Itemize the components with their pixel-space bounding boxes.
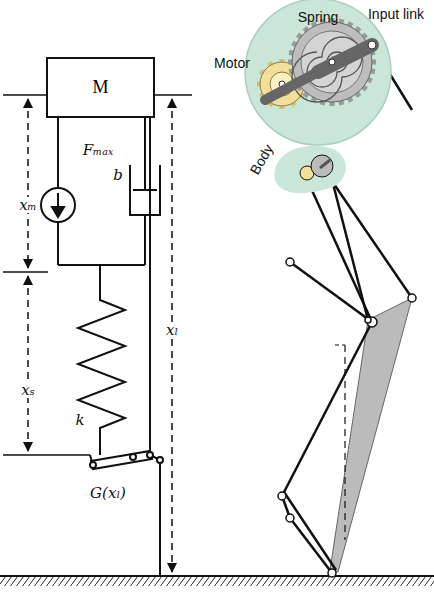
ground	[0, 576, 434, 586]
force-source	[41, 118, 75, 265]
linkage-label: G(xₗ)	[89, 485, 127, 502]
stiffness-label: k	[74, 412, 85, 429]
part-label: Body	[247, 142, 276, 177]
linkage	[90, 118, 163, 576]
body-blob	[274, 146, 345, 193]
dimension-label: xₘ	[18, 197, 38, 214]
frame-bar	[58, 264, 145, 266]
spring-gear	[288, 18, 376, 106]
part-label: Spring	[298, 10, 338, 25]
damper	[130, 118, 160, 265]
dimension-label: xₛ	[20, 382, 36, 399]
crank	[265, 72, 318, 100]
dimension-label: xₗ	[165, 322, 179, 339]
mass-box: M	[46, 57, 155, 118]
mass-label: M	[92, 77, 108, 98]
input-link	[314, 41, 376, 76]
part-label: Motor	[214, 56, 250, 71]
leg	[278, 168, 416, 577]
part-label: Input link	[368, 7, 424, 22]
damping-label: b	[112, 167, 124, 184]
dimension-arrows	[28, 99, 172, 572]
force-label: Fₘₐₓ	[82, 142, 115, 159]
reference-lines	[3, 95, 192, 455]
